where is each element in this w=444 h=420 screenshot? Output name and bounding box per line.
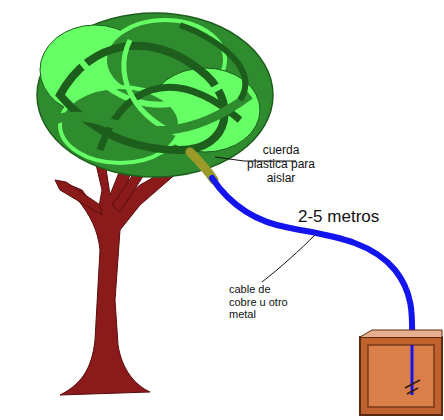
metal-cable [212, 178, 412, 345]
container-box [360, 330, 442, 415]
leader-line [262, 234, 316, 282]
callout-label: cuerda plastica para aislar [246, 144, 316, 185]
tree-trunk [55, 150, 178, 395]
leader-line [215, 157, 244, 161]
tree-canopy [37, 13, 273, 177]
callout-label: cable de cobre u otro metal [229, 283, 295, 321]
length-label: 2-5 metros [298, 207, 408, 227]
